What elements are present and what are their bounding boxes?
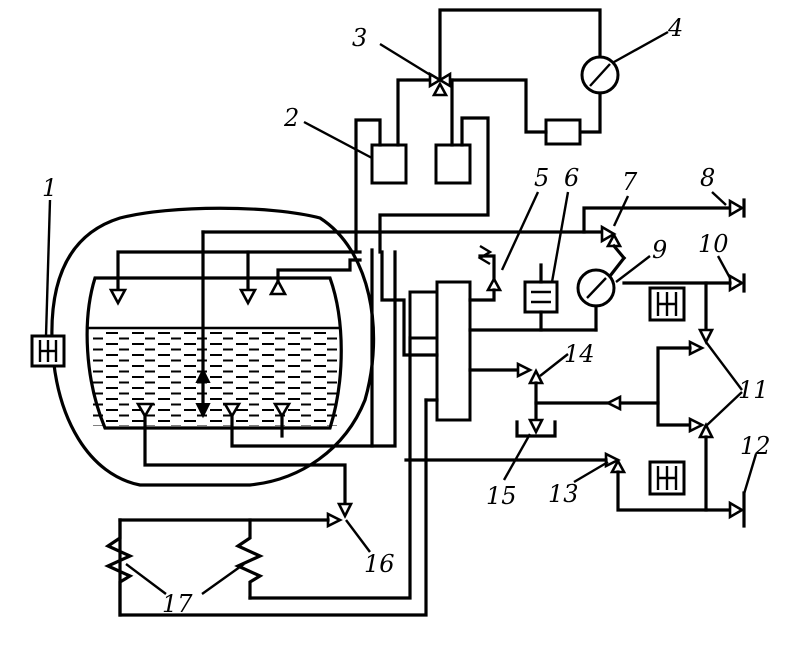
- label-5: 5: [534, 164, 549, 192]
- valve-7: [582, 206, 732, 261]
- valve-16: [118, 502, 354, 529]
- label-14: 14: [564, 340, 595, 368]
- label-8: 8: [700, 164, 715, 192]
- gauge-9: [576, 255, 627, 332]
- label-15: 15: [486, 482, 517, 510]
- heater-block-lower: [648, 460, 686, 496]
- sensor-blocks-2: [354, 78, 490, 254]
- vessel-inner-tank: [85, 276, 343, 430]
- outlet-10: [622, 273, 746, 293]
- valve-13: [404, 451, 708, 512]
- outlet-12: [728, 491, 746, 528]
- three-way-valve-3: [428, 8, 602, 97]
- spray-nozzle-icon: [108, 278, 292, 419]
- heater-block-upper: [648, 286, 686, 322]
- liquid-fill: [92, 330, 338, 426]
- outlet-8: [728, 198, 746, 218]
- label-12: 12: [740, 432, 771, 460]
- label-1: 1: [42, 174, 57, 202]
- filter-6: [523, 263, 559, 332]
- valve-14: [516, 361, 545, 422]
- heater-element-1: [30, 334, 66, 368]
- label-4: 4: [667, 14, 683, 42]
- leader-lines: [44, 30, 758, 595]
- number-labels: 1 2 3 4 5 6 7 8 9 10 11 12 13 14 15 16 1…: [42, 14, 771, 618]
- label-10: 10: [698, 230, 729, 258]
- label-7: 7: [622, 168, 638, 196]
- label-9: 9: [652, 236, 667, 264]
- label-2: 2: [283, 104, 299, 132]
- label-13: 13: [548, 480, 579, 508]
- valves-11: [534, 281, 732, 512]
- label-3: 3: [352, 24, 367, 52]
- relief-valve-5: [468, 244, 503, 302]
- control-block: [118, 250, 598, 617]
- label-6: 6: [564, 164, 579, 192]
- label-17: 17: [162, 590, 193, 618]
- heating-coils-17: [104, 518, 264, 617]
- label-11: 11: [738, 376, 769, 404]
- gauge-4: [450, 55, 620, 146]
- label-16: 16: [364, 550, 395, 578]
- inner-pipework: [116, 230, 602, 512]
- drain-15: [515, 418, 557, 438]
